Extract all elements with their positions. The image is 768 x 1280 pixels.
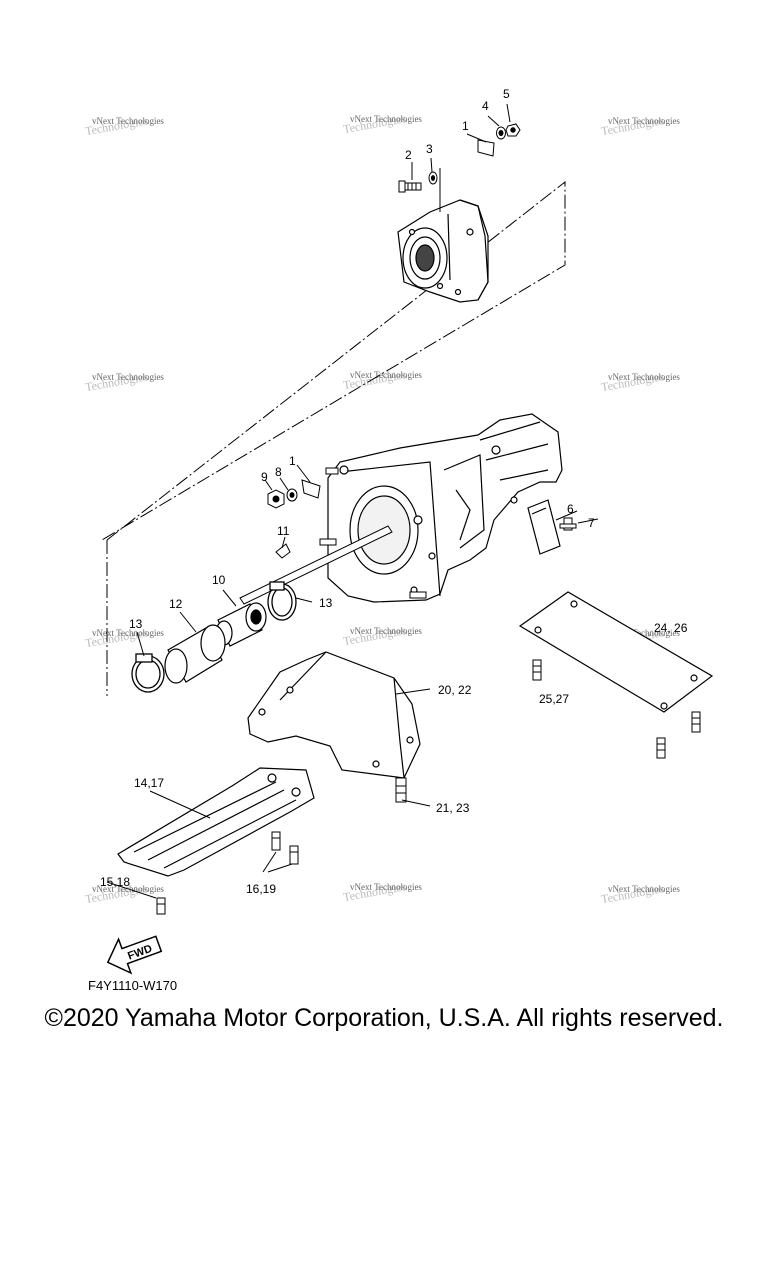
- part-labels: 1 2 3 4 5 9 8 1 6 7 11 10 12 13 13 24, 2…: [100, 87, 688, 896]
- screw-icon: [395, 777, 407, 803]
- svg-text:vNext Technologies: vNext Technologies: [350, 626, 422, 636]
- svg-text:vNext Technologies: vNext Technologies: [608, 884, 680, 894]
- clip-icon: [477, 139, 495, 157]
- part-label: 24, 26: [654, 621, 688, 635]
- part-label: 1: [462, 119, 469, 133]
- copyright-notice: ©2020 Yamaha Motor Corporation, U.S.A. A…: [44, 1004, 724, 1032]
- watermark: Technologies vNext Technologies: [342, 623, 422, 648]
- plate: [518, 591, 714, 713]
- part-label: 9: [261, 470, 268, 484]
- intake-grate: [117, 767, 315, 877]
- svg-text:vNext Technologies: vNext Technologies: [92, 372, 164, 382]
- screw-icon: [156, 831, 299, 915]
- part-label: 20, 22: [438, 683, 472, 697]
- clip-icon: [301, 479, 321, 499]
- part-label: 16,19: [246, 882, 276, 896]
- nut-icon: [505, 123, 521, 137]
- watermark: Technologies vNext Technologies: [84, 369, 164, 394]
- part-label: 14,17: [134, 776, 164, 790]
- watermark: Technologies vNext Technologies: [342, 367, 422, 392]
- svg-text:vNext Technologies: vNext Technologies: [350, 370, 422, 380]
- part-label: 7: [588, 516, 595, 530]
- hose: [164, 624, 226, 684]
- watermark: Technologies vNext Technologies: [84, 625, 164, 650]
- part-label: 4: [482, 99, 489, 113]
- screw-icon: [532, 659, 701, 759]
- part-label: 10: [212, 573, 226, 587]
- watermark: Technologies vNext Technologies: [342, 111, 422, 136]
- svg-text:vNext Technologies: vNext Technologies: [92, 116, 164, 126]
- part-label: 5: [503, 87, 510, 101]
- coupling: [215, 602, 267, 647]
- washer-icon: [428, 171, 438, 185]
- svg-text:vNext Technologies: vNext Technologies: [92, 628, 164, 638]
- part-label: 11: [277, 524, 290, 538]
- assembly-boundary: [101, 180, 566, 696]
- fwd-arrow-icon: FWD: [106, 935, 163, 975]
- part-label: 13: [129, 617, 143, 631]
- part-label: 1: [289, 454, 296, 468]
- part-label: 3: [426, 142, 433, 156]
- damper-block: [527, 499, 561, 555]
- washer-icon: [286, 488, 298, 502]
- svg-text:vNext Technologies: vNext Technologies: [350, 114, 422, 124]
- watermark: Technologies vNext Technologies: [84, 113, 164, 138]
- drive-housing: [327, 413, 563, 603]
- watermark: Technologies vNext Technologies: [600, 113, 680, 138]
- part-label: 12: [169, 597, 183, 611]
- bracket: [247, 651, 421, 779]
- part-label: 21, 23: [436, 801, 470, 815]
- part-label: 25,27: [539, 692, 569, 706]
- stud-icon: [319, 467, 427, 599]
- part-label: 6: [567, 502, 574, 516]
- watermark: Technologies vNext Technologies: [342, 879, 422, 904]
- hose-clamp: [131, 653, 165, 693]
- part-label: 8: [275, 465, 282, 479]
- washer-icon: [496, 126, 506, 140]
- nut-icon: [267, 489, 285, 509]
- svg-text:vNext Technologies: vNext Technologies: [608, 628, 680, 638]
- leader-lines: [106, 103, 599, 899]
- hose-clamp: [267, 581, 297, 621]
- part-label: 13: [319, 596, 333, 610]
- svg-text:vNext Technologies: vNext Technologies: [350, 882, 422, 892]
- svg-text:vNext Technologies: vNext Technologies: [608, 116, 680, 126]
- figure-code: F4Y1110-W170: [88, 978, 177, 993]
- bolt-icon: [398, 180, 422, 193]
- watermark: Technologies vNext Technologies: [600, 369, 680, 394]
- bearing-housing: [397, 199, 489, 303]
- watermark: Technologies vNext Technologies: [600, 881, 680, 906]
- svg-text:vNext Technologies: vNext Technologies: [608, 372, 680, 382]
- part-label: 15,18: [100, 875, 130, 889]
- bolt-icon: [559, 517, 577, 531]
- part-label: 2: [405, 148, 412, 162]
